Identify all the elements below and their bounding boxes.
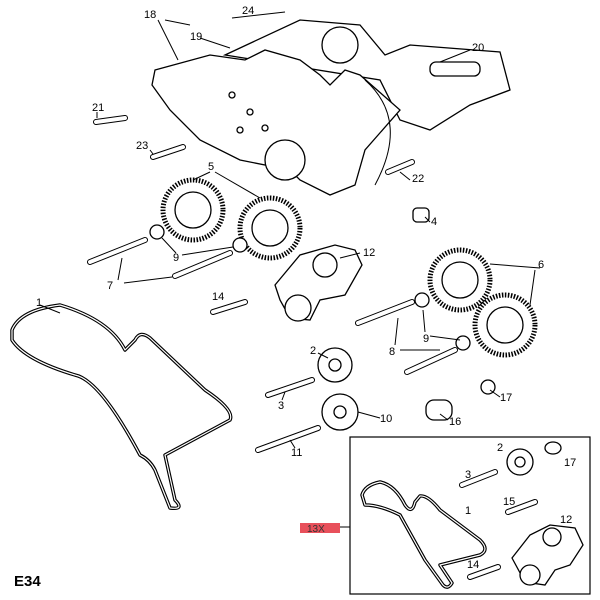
callout-1: 1 (36, 297, 42, 309)
callout-14: 14 (212, 291, 224, 303)
bolt-3 (265, 377, 315, 398)
callout-18: 18 (144, 9, 156, 21)
camshaft-gear-5-left (160, 177, 226, 243)
inset-callout-17: 17 (564, 457, 576, 469)
washer-9 (414, 292, 430, 308)
inset-idler-pulley-2 (506, 448, 534, 476)
bolt-8 (355, 299, 415, 326)
callout-23: 23 (136, 140, 148, 152)
leader-lines (39, 19, 541, 449)
callout-10: 10 (380, 413, 392, 425)
callout-6: 6 (538, 259, 544, 271)
callouts: 18 19 24 20 21 23 5 22 4 9 12 7 6 14 1 8… (36, 5, 544, 459)
callout-3: 3 (278, 400, 284, 412)
callout-16: 16 (449, 416, 461, 428)
inset-bolt-14 (467, 564, 501, 580)
inset-washer-17 (544, 441, 562, 455)
pin-24 (231, 11, 286, 19)
inset-callout-1: 1 (465, 505, 471, 517)
callout-8: 8 (389, 346, 395, 358)
inset-callout-2: 2 (497, 442, 503, 454)
bolt-8 (404, 347, 458, 375)
diagram-code: E34 (14, 573, 41, 590)
idler-pulley-2 (317, 347, 353, 383)
callout-2: 2 (310, 345, 316, 357)
washer-9 (149, 224, 165, 240)
bolt-14 (210, 299, 248, 315)
callout-21: 21 (92, 102, 104, 114)
callout-17: 17 (500, 392, 512, 404)
callout-24: 24 (242, 5, 254, 17)
callout-19: 19 (190, 31, 202, 43)
inset-bolt-3 (459, 469, 498, 488)
inset-bolt-15 (505, 499, 538, 515)
timing-cover-front (151, 49, 401, 196)
inset-callout-14: 14 (467, 559, 479, 571)
bolt-7 (87, 237, 148, 265)
camshaft-gear-6-bottom (472, 292, 538, 358)
tensioner-12 (274, 244, 363, 322)
bushing-16 (425, 399, 453, 421)
pulley-10 (321, 393, 359, 431)
washer-9 (232, 237, 248, 253)
washer-9 (455, 335, 471, 351)
bolt-22 (385, 159, 415, 175)
inset-kit-13x: 13X 2 17 3 15 1 12 14 (300, 436, 591, 595)
callout-12: 12 (363, 247, 375, 259)
callout-7: 7 (107, 280, 113, 292)
callout-9: 9 (173, 252, 179, 264)
callout-5: 5 (208, 161, 214, 173)
bolt-11 (255, 425, 321, 453)
bolt-23 (150, 144, 186, 160)
kit-tag-label: 13X (307, 524, 325, 535)
callout-4: 4 (431, 216, 437, 228)
callout-11: 11 (291, 447, 302, 459)
bolt-21 (93, 115, 128, 125)
dowel-4 (412, 207, 430, 223)
callout-9: 9 (423, 333, 429, 345)
inset-tensioner-12 (511, 524, 584, 586)
timing-belt-1 (10, 303, 233, 511)
kit-tag-13x (300, 523, 340, 533)
inset-callout-15: 15 (503, 496, 515, 508)
camshaft-gear-6-top (427, 247, 493, 313)
callout-20: 20 (472, 42, 484, 54)
bolt-7 (172, 250, 233, 279)
inset-callout-12: 12 (560, 514, 572, 526)
inset-callout-3: 3 (465, 469, 471, 481)
camshaft-gear-5-right (237, 195, 303, 261)
callout-22: 22 (412, 173, 424, 185)
